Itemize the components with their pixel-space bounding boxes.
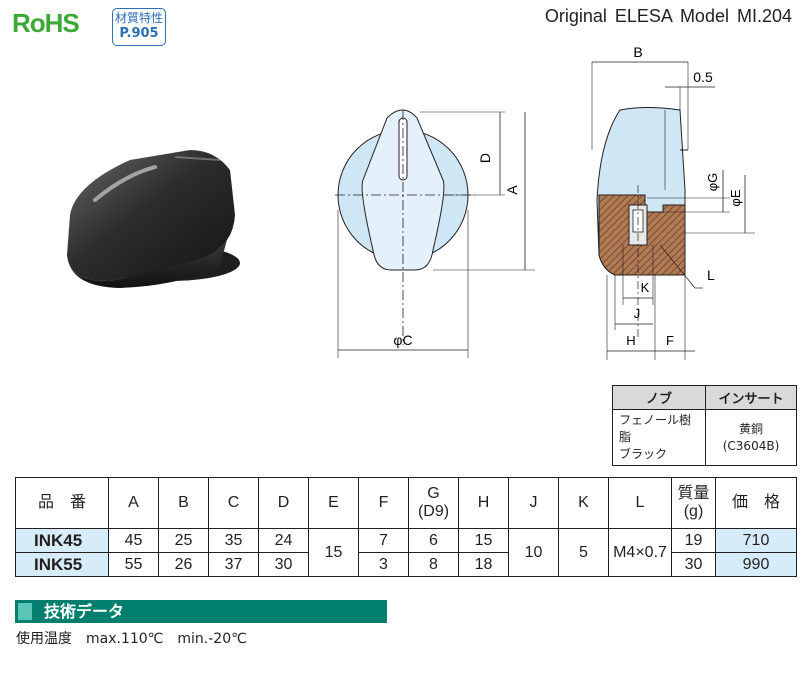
technical-data-title: 技術データ — [44, 602, 125, 621]
dim-C-label: φC — [393, 332, 412, 348]
dim-G-label: φG — [705, 173, 720, 192]
cell-C: 35 — [208, 528, 259, 553]
dim-H-label: H — [626, 333, 635, 348]
dim-K-label: K — [641, 280, 650, 295]
badge-page-ref: P.905 — [119, 26, 159, 41]
dim-D-label: D — [477, 153, 493, 163]
material-table: ノブ インサート フェノール樹脂 ブラック 黄銅 (C3604B) — [612, 385, 797, 466]
row-code: INK55 — [15, 552, 109, 577]
col-H: H — [458, 477, 509, 529]
cell-B: 25 — [158, 528, 209, 553]
col-price: 価 格 — [715, 477, 797, 529]
row-code: INK45 — [15, 528, 109, 553]
material-knob-cell: フェノール樹脂 ブラック — [612, 409, 706, 466]
col-code: 品 番 — [15, 477, 109, 529]
cell-F: 3 — [358, 552, 409, 577]
dim-B-label: B — [633, 44, 642, 60]
cell-E-shared: 15 — [308, 528, 359, 577]
front-view-drawing: D A φC — [335, 109, 535, 358]
cell-D: 30 — [258, 552, 309, 577]
dim-J-label: J — [634, 306, 641, 321]
cell-G: 8 — [408, 552, 459, 577]
material-insert-cell: 黄銅 (C3604B) — [705, 409, 797, 466]
cell-G: 6 — [408, 528, 459, 553]
cell-C: 37 — [208, 552, 259, 577]
material-header-insert: インサート — [705, 385, 797, 410]
table-row: INK45 45 25 35 24 15 7 6 15 10 5 M4×0.7 … — [15, 528, 797, 577]
cell-H: 18 — [458, 552, 509, 577]
col-F: F — [358, 477, 409, 529]
col-J: J — [508, 477, 559, 529]
side-section-drawing: B 0.5 φG φE L K J H F — [591, 44, 755, 360]
material-properties-badge[interactable]: 材質特性 P.905 — [112, 8, 166, 46]
table-row: INK55 55 26 37 30 3 8 18 30 990 — [15, 552, 797, 577]
col-B: B — [158, 477, 209, 529]
dim-A-label: A — [504, 185, 520, 195]
col-L: L — [608, 477, 672, 529]
cell-F: 7 — [358, 528, 409, 553]
section-marker-icon — [18, 603, 32, 620]
rohs-logo: RoHS — [12, 8, 80, 38]
cell-K-shared: 5 — [558, 528, 609, 577]
specification-table: 品 番 A B C D E F G(D9) H J K L 質量(g) 価 格 … — [15, 477, 797, 577]
page-title: Original ELESA Model MI.204 — [544, 6, 792, 26]
cell-L-shared: M4×0.7 — [608, 528, 672, 577]
technical-data-section-bar — [15, 600, 387, 623]
cell-price: 990 — [715, 552, 797, 577]
cell-J-shared: 10 — [508, 528, 559, 577]
cell-H: 15 — [458, 528, 509, 553]
cell-mass: 30 — [671, 552, 716, 577]
cell-price: 710 — [715, 528, 797, 553]
col-E: E — [308, 477, 359, 529]
cell-B: 26 — [158, 552, 209, 577]
col-A: A — [108, 477, 159, 529]
badge-label: 材質特性 — [114, 11, 163, 25]
col-G: G(D9) — [408, 477, 459, 529]
col-D: D — [258, 477, 309, 529]
dim-0.5-label: 0.5 — [693, 69, 713, 85]
operating-temperature-text: 使用温度 max.110℃ min.-20℃ — [16, 631, 247, 647]
col-K: K — [558, 477, 609, 529]
col-mass: 質量(g) — [671, 477, 716, 529]
cell-A: 45 — [108, 528, 159, 553]
cell-mass: 19 — [671, 528, 716, 553]
knob-body — [67, 150, 235, 281]
cell-D: 24 — [258, 528, 309, 553]
col-C: C — [208, 477, 259, 529]
dim-E-label: φE — [728, 189, 743, 206]
table-header-row: 品 番 A B C D E F G(D9) H J K L 質量(g) 価 格 — [15, 477, 797, 529]
dim-L-label: L — [707, 267, 715, 283]
dim-F-label: F — [666, 333, 674, 348]
cell-A: 55 — [108, 552, 159, 577]
knob-photo-image — [67, 150, 240, 288]
material-header-knob: ノブ — [612, 385, 706, 410]
